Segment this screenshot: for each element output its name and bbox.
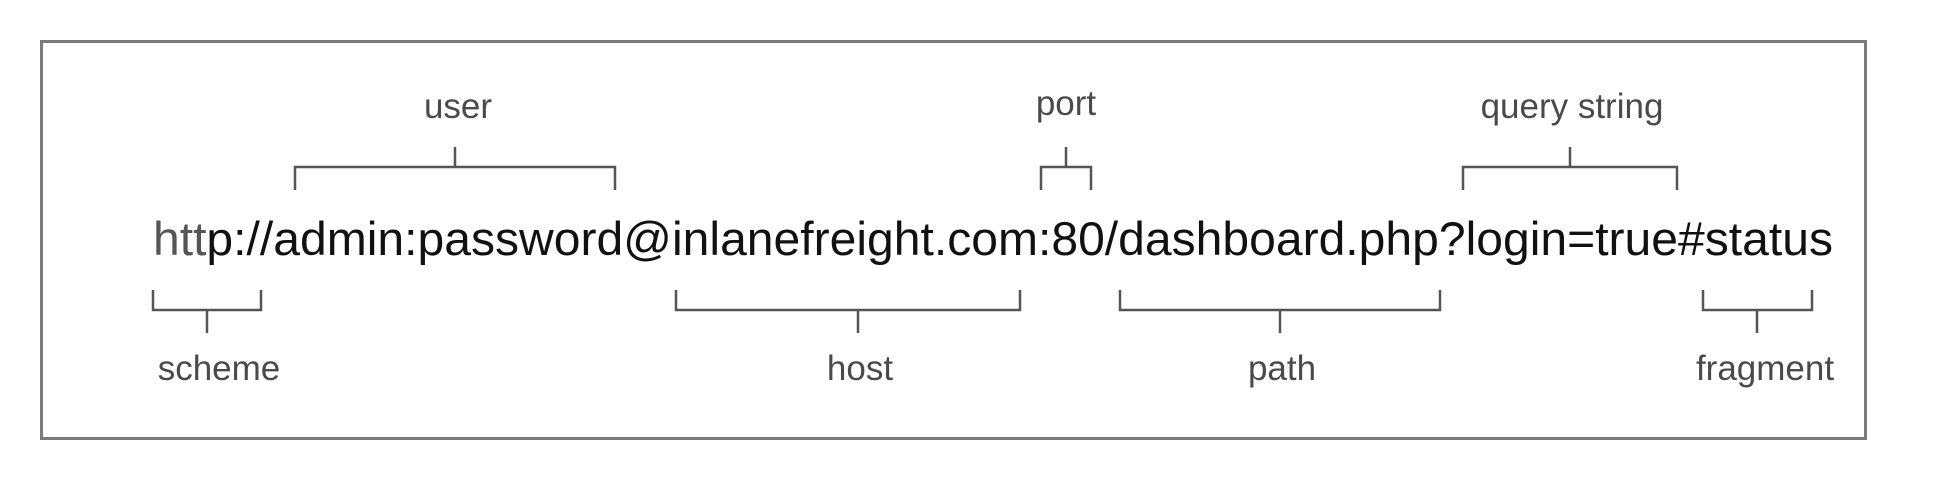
bracket-host	[674, 290, 1022, 333]
label-fragment: fragment	[1696, 349, 1834, 388]
bracket-path	[1118, 290, 1442, 333]
bracket-scheme	[151, 290, 263, 333]
label-port: port	[1036, 84, 1097, 123]
label-host: host	[827, 349, 893, 388]
url-text: http://admin:password@inlanefreight.com:…	[153, 212, 1833, 265]
url-scheme-part: htt	[153, 212, 206, 265]
bracket-fragment	[1701, 290, 1814, 333]
bracket-port	[1039, 147, 1093, 190]
bracket-query-string	[1461, 147, 1679, 190]
label-path: path	[1248, 349, 1316, 388]
label-query-string: query string	[1481, 87, 1664, 126]
label-scheme: scheme	[158, 349, 281, 388]
bracket-user	[293, 147, 617, 190]
diagram-frame	[40, 40, 1867, 440]
label-user: user	[424, 87, 492, 126]
url-remainder: p://admin:password@inlanefreight.com:80/…	[206, 212, 1833, 265]
